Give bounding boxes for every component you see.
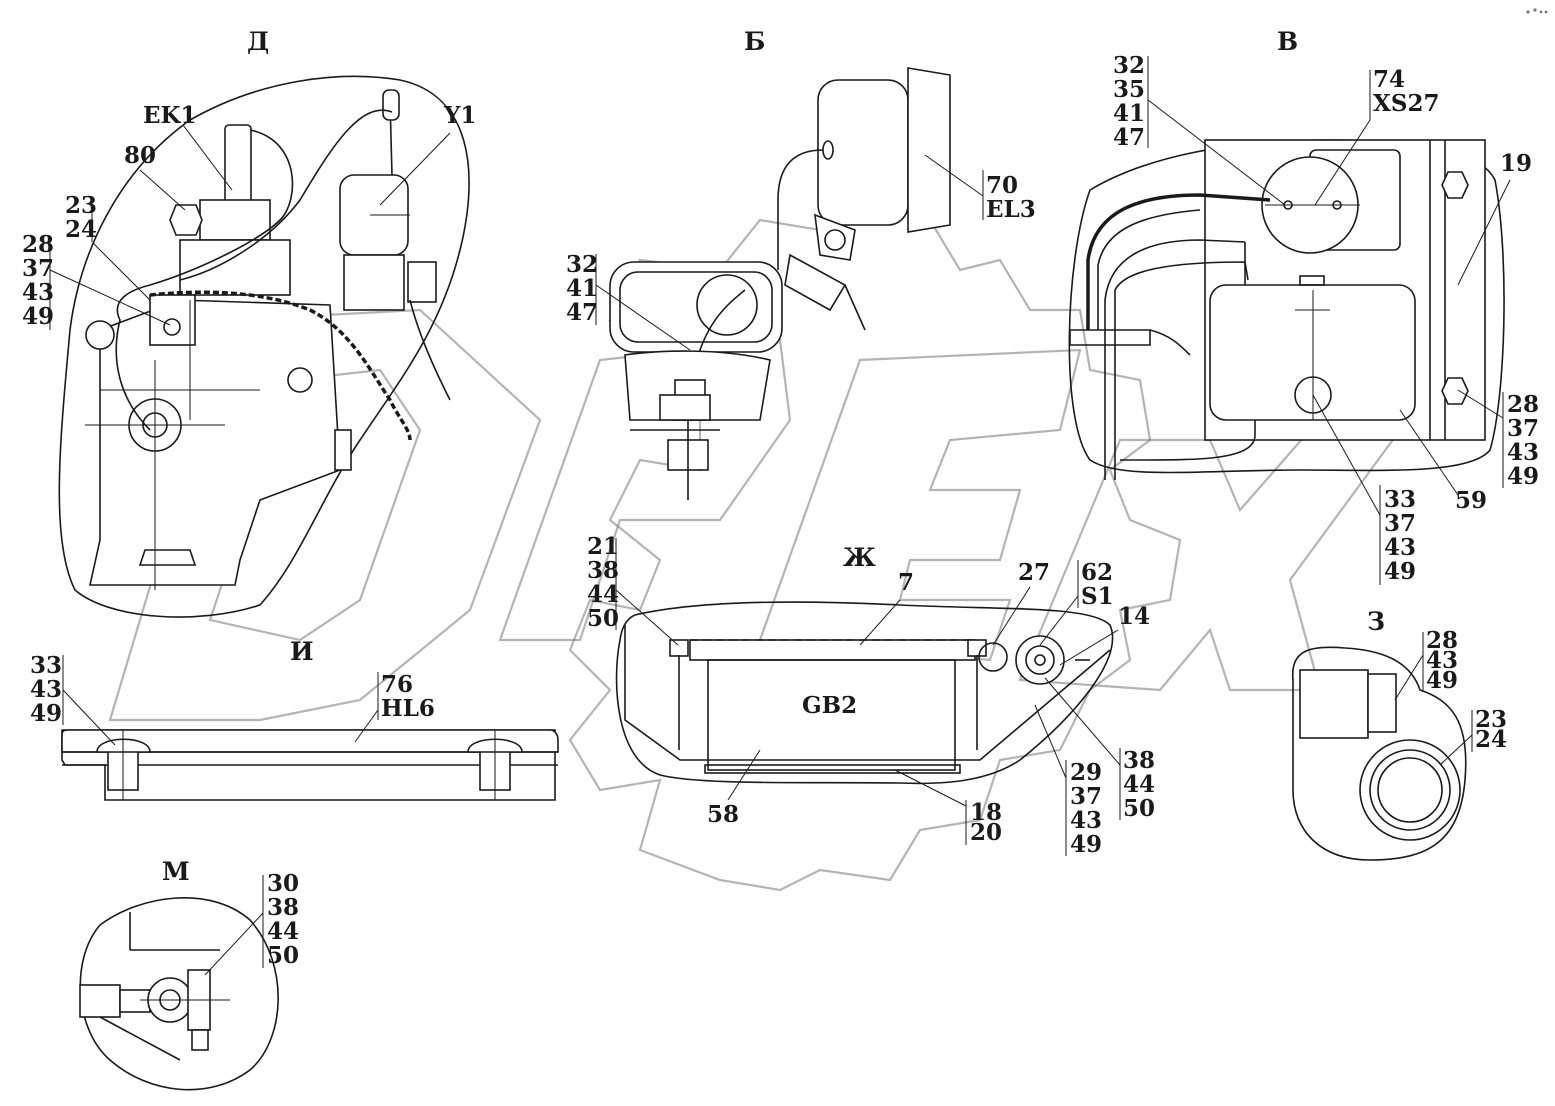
fitting-80 [169, 204, 203, 236]
callout-zh-7: S1 [1081, 583, 1114, 610]
view-i: И [61, 637, 559, 801]
callout-d-7: 43 [22, 279, 54, 306]
callout-d-8: 49 [22, 303, 54, 330]
callout-d-4: 24 [65, 216, 97, 243]
callout-zh-8: 14 [1118, 603, 1150, 630]
callout-m-3: 50 [267, 942, 299, 969]
bolt-top [1441, 171, 1469, 199]
view-v: В [1068, 27, 1511, 585]
pump-housing [89, 299, 341, 586]
switch-s1 [1015, 635, 1065, 685]
callout-zh-1: 38 [587, 557, 619, 584]
view-m: М [79, 857, 279, 1091]
callout-i-0: 33 [30, 652, 62, 679]
view-b: Б [595, 27, 984, 500]
callout-zh-15: 37 [1070, 783, 1102, 810]
callout-zh-5: 27 [1018, 559, 1050, 586]
callout-i-2: 49 [30, 700, 62, 727]
view-z-outline [1291, 646, 1467, 861]
view-zh-title: Ж [843, 543, 876, 572]
callout-v-9: 43 [1507, 439, 1539, 466]
callout-i-4: HL6 [381, 695, 435, 722]
callout-b-0: 70 [986, 172, 1018, 199]
callout-zh-18: 18 [970, 799, 1002, 826]
callout-m-1: 38 [267, 894, 299, 921]
callout-v-8: 37 [1507, 415, 1539, 442]
view-b-title: Б [744, 27, 765, 56]
callout-zh-3: 50 [587, 605, 619, 632]
callout-v-15: 49 [1384, 558, 1416, 585]
callout-v-6: 19 [1500, 150, 1532, 177]
callout-m-2: 44 [267, 918, 299, 945]
view-m-outline [79, 897, 279, 1091]
corner-mark [1526, 8, 1548, 14]
callout-d-1: Y1 [443, 102, 476, 129]
clamp-bracket [149, 294, 196, 346]
callout-zh-10: 58 [707, 801, 739, 828]
callout-v-13: 37 [1384, 510, 1416, 537]
view-zh-outline [615, 601, 1114, 785]
heater-ek1 [224, 124, 252, 206]
tube-23-24 [1359, 739, 1461, 841]
heater-body [199, 199, 271, 241]
callout-v-10: 49 [1507, 463, 1539, 490]
callout-b-2: 32 [566, 251, 598, 278]
callout-v-1: 35 [1113, 76, 1145, 103]
callout-zh-9: GB2 [802, 692, 857, 719]
callout-v-0: 32 [1113, 52, 1145, 79]
solenoid-nut [407, 261, 437, 303]
callout-z-4: 24 [1475, 726, 1507, 753]
callout-v-11: 59 [1455, 487, 1487, 514]
callout-d-0: EK1 [143, 102, 197, 129]
callout-v-7: 28 [1507, 391, 1539, 418]
callout-b-3: 41 [566, 275, 598, 302]
callout-v-2: 41 [1113, 100, 1145, 127]
callout-zh-2: 44 [587, 581, 619, 608]
callout-zh-14: 29 [1070, 759, 1102, 786]
callout-v-3: 47 [1113, 124, 1145, 151]
callout-zh-6: 62 [1081, 559, 1113, 586]
bolt-bottom [1441, 377, 1469, 405]
view-m-title: М [162, 857, 190, 886]
view-i-title: И [290, 637, 314, 666]
callout-m-0: 30 [267, 870, 299, 897]
callout-b-1: EL3 [986, 196, 1036, 223]
callout-zh-11: 38 [1123, 747, 1155, 774]
callout-d-3: 23 [65, 192, 97, 219]
view-d-outline [58, 75, 470, 618]
callout-zh-4: 7 [898, 569, 914, 596]
callout-v-5: XS27 [1373, 90, 1439, 117]
callout-d-2: 80 [124, 142, 156, 169]
callout-z-1: 43 [1426, 647, 1458, 674]
callout-zh-0: 21 [587, 533, 619, 560]
callout-zh-19: 20 [970, 819, 1002, 846]
callout-b-4: 47 [566, 299, 598, 326]
view-z: З [1291, 607, 1473, 861]
callout-i-1: 43 [30, 676, 62, 703]
callout-z-2: 49 [1426, 667, 1458, 694]
view-d-title: Д [247, 27, 269, 56]
callout-v-14: 43 [1384, 534, 1416, 561]
solenoid-base [343, 254, 405, 311]
callout-v-12: 33 [1384, 486, 1416, 513]
callout-zh-17: 49 [1070, 831, 1102, 858]
view-v-title: В [1277, 27, 1298, 56]
callout-d-5: 28 [22, 231, 54, 258]
connector-plug [382, 89, 400, 121]
callout-z-0: 28 [1426, 627, 1458, 654]
callout-d-6: 37 [22, 255, 54, 282]
battery-gb2 [707, 659, 956, 771]
callout-zh-12: 44 [1123, 771, 1155, 798]
callout-i-3: 76 [381, 671, 413, 698]
view-z-title: З [1367, 607, 1385, 636]
view-d: Д [49, 27, 470, 618]
view-zh: Ж [615, 538, 1121, 856]
callout-z-3: 23 [1475, 706, 1507, 733]
callout-zh-16: 43 [1070, 807, 1102, 834]
callout-zh-13: 50 [1123, 795, 1155, 822]
callout-v-4: 74 [1373, 66, 1405, 93]
lamp-el3 [817, 79, 909, 226]
